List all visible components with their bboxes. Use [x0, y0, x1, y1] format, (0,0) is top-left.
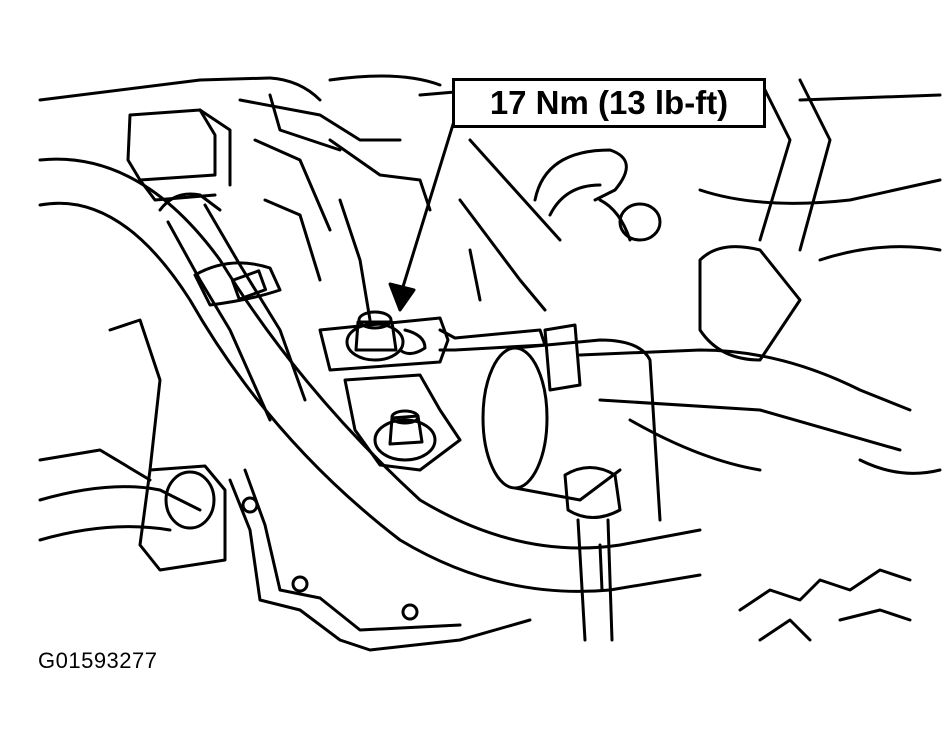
engine-bracket [126, 93, 432, 322]
hose-clip [533, 78, 832, 362]
figure-id-label: G01593277 [38, 648, 158, 673]
vertical-pipe [563, 466, 622, 642]
callout-leader [388, 116, 457, 312]
sensor-bracket [318, 310, 547, 372]
lower-gasket [228, 468, 532, 652]
upper-left-contours [38, 74, 457, 102]
vacuum-hose [158, 192, 307, 422]
main-hose [38, 157, 702, 593]
mounting-nut [343, 373, 462, 472]
coolant-outlet [481, 323, 912, 522]
lower-fitting [38, 318, 227, 572]
electrical-connector [738, 568, 912, 642]
right-contours [458, 93, 942, 475]
torque-spec-callout: 17 Nm (13 lb-ft) [452, 78, 766, 128]
